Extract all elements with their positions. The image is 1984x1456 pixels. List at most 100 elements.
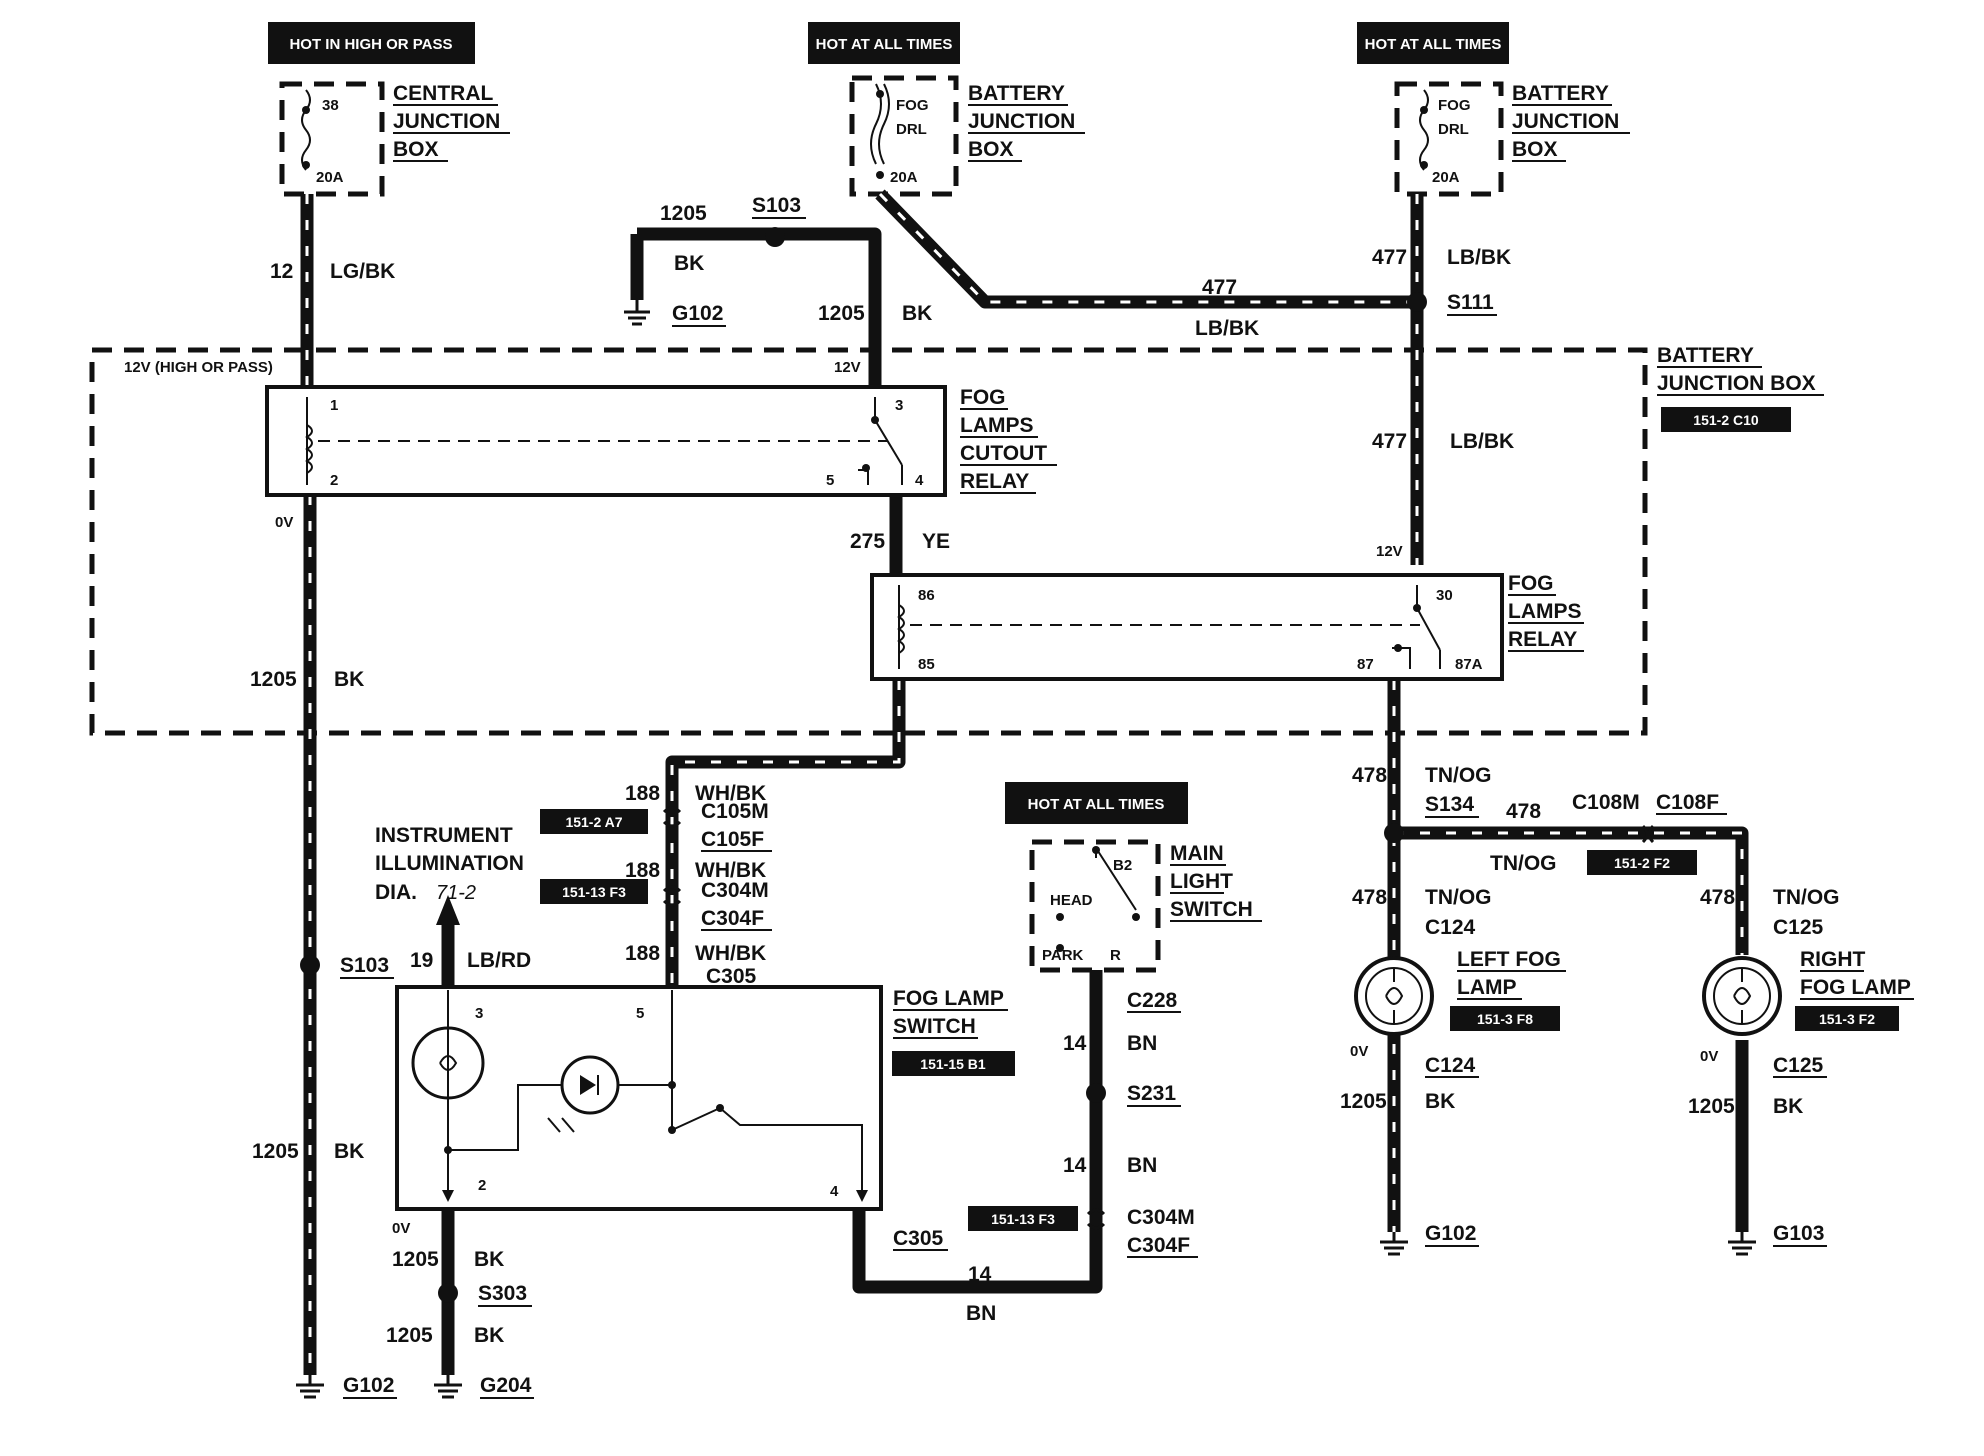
cutout-pin-4: 4 (915, 472, 924, 489)
left-lamp-name-2: LAMP (1457, 976, 1517, 999)
bjb-2-name-1: BATTERY (1512, 82, 1609, 105)
w1205-sw-b-color: BK (474, 1324, 504, 1347)
s103-top-label: S103 (752, 194, 801, 217)
main-switch-name-3: SWITCH (1170, 898, 1253, 921)
cutout-pin-3: 3 (895, 397, 903, 414)
instrument-line-3: DIA. (375, 881, 417, 904)
connector-marks (662, 806, 1655, 1230)
ref-f3-tag (540, 879, 648, 904)
splice-s303 (438, 1283, 458, 1303)
w188-c-num: 188 (625, 942, 660, 965)
fog-switch-box (395, 985, 883, 1211)
bjb-fuse-box-2 (1394, 81, 1504, 197)
fog-relay-pin-87: 87 (1357, 656, 1374, 673)
bjb-ref-label: 151-2 C10 (1693, 412, 1759, 428)
ground-g103 (1728, 1232, 1756, 1256)
w1205-sw-b-num: 1205 (386, 1324, 433, 1347)
ref-b1-label: 151-15 B1 (920, 1056, 986, 1072)
s134-label: S134 (1425, 793, 1474, 816)
w477-diag-color: LB/BK (1195, 317, 1259, 340)
c124-a-label: C124 (1425, 916, 1476, 939)
w188-a-color: WH/BK (695, 782, 766, 805)
ref-f3-label: 151-13 F3 (562, 884, 626, 900)
arrow-up-icon (436, 895, 460, 925)
w477-diag-num: 477 (1202, 276, 1237, 299)
main-switch-name-2: LIGHT (1170, 870, 1233, 893)
w1205-fr-num: 1205 (1688, 1095, 1735, 1118)
w188-a-num: 188 (625, 782, 660, 805)
instrument-line-1: INSTRUMENT (375, 824, 513, 847)
ground-icon (1728, 1232, 1756, 1256)
w478-h-color: TN/OG (1490, 852, 1557, 875)
s231-label: S231 (1127, 1082, 1176, 1105)
fuse-terminal-icon (1420, 106, 1428, 114)
main-switch-b2: B2 (1113, 857, 1132, 874)
ref-f2b-label: 151-3 F2 (1819, 1011, 1875, 1027)
ground-icon (624, 300, 650, 326)
bjb-fuse-1-rating: 20A (890, 169, 918, 186)
splice-s103-top (765, 227, 785, 247)
bjb-hot-header-1 (808, 22, 960, 64)
c304f-b-label: C304F (1127, 1234, 1190, 1257)
fog-relay-name-2: LAMPS (1508, 600, 1582, 623)
connector-c105-icon (662, 806, 682, 828)
cutout-relay: 1 2 3 4 5 (265, 385, 947, 497)
fuse-terminal-icon (1420, 161, 1428, 169)
fog-switch-name-1: FOG LAMP (893, 987, 1004, 1010)
splice-s134 (1384, 823, 1404, 843)
w19-color: LB/RD (467, 949, 531, 972)
fuse-terminal-icon (302, 161, 310, 169)
ref-b1-tag (892, 1051, 1015, 1076)
fuse-terminal-icon (876, 171, 884, 179)
led-circuit-lead (448, 1084, 672, 1151)
connector-c108-icon (1641, 824, 1655, 844)
main-switch-hot-label: HOT AT ALL TIMES (1028, 796, 1165, 813)
bjb-2-name-3: BOX (1512, 138, 1558, 161)
left-fog-lamp (1354, 956, 1434, 1036)
switch-contact-icon (671, 1085, 863, 1200)
w477-top-color: LB/BK (1447, 246, 1511, 269)
w275-color: YE (922, 530, 950, 553)
bjb-fuse-1-line2: DRL (896, 121, 927, 138)
cutout-name-3: CUTOUT (960, 442, 1047, 465)
w478-l-num: 478 (1352, 886, 1387, 909)
instrument-dia-ref: 71-2 (436, 882, 476, 904)
ground-icon (296, 1375, 324, 1399)
bjb-ref-tag (1661, 407, 1791, 432)
g102-bot-label: G102 (343, 1374, 394, 1397)
ref-f2b-tag (1795, 1006, 1899, 1031)
ref-f8-tag (1450, 1006, 1560, 1031)
splice-s111 (1407, 292, 1427, 312)
relay-coil-icon (305, 424, 313, 474)
w1205-fl-color: BK (1425, 1090, 1455, 1113)
w14-b-color: BN (1127, 1154, 1157, 1177)
cutout-name-2: LAMPS (960, 414, 1034, 437)
w1205-top-color: BK (674, 252, 704, 275)
switch-internal-leads (447, 990, 673, 1200)
fog-switch-name-2: SWITCH (893, 1015, 976, 1038)
fuse-element-icon (1419, 89, 1429, 171)
w478-a-color: TN/OG (1425, 764, 1492, 787)
bjb-1-name-1: BATTERY (968, 82, 1065, 105)
central-box-name-1: CENTRAL (393, 82, 493, 105)
w1205-sw-a-num: 1205 (392, 1248, 439, 1271)
cutout-pin-5: 5 (826, 472, 834, 489)
w14-a-color: BN (1127, 1032, 1157, 1055)
left-lamp-icon (1354, 956, 1434, 1036)
w1205-fl-num: 1205 (1340, 1090, 1387, 1113)
c304f-label: C304F (701, 907, 764, 930)
fog-switch-0v: 0V (392, 1220, 410, 1237)
central-hot-label: HOT IN HIGH OR PASS (289, 36, 452, 53)
bulb-filament-icon (439, 1055, 458, 1071)
c105m-label: C105M (701, 800, 769, 823)
splice-s103-left (300, 955, 320, 975)
fog-switch-pin-3: 3 (475, 1005, 483, 1022)
ref-a7-tag (540, 809, 648, 834)
fog-relay-name-1: FOG (1508, 572, 1554, 595)
g102-top-label: G102 (672, 302, 723, 325)
bjb-hot-label-2: HOT AT ALL TIMES (1365, 36, 1502, 53)
fuse-terminal-icon (302, 106, 310, 114)
c108f-label: C108F (1656, 791, 1719, 814)
ref-f2-tag (1587, 850, 1697, 875)
w1205-left-a-color: BK (334, 668, 364, 691)
